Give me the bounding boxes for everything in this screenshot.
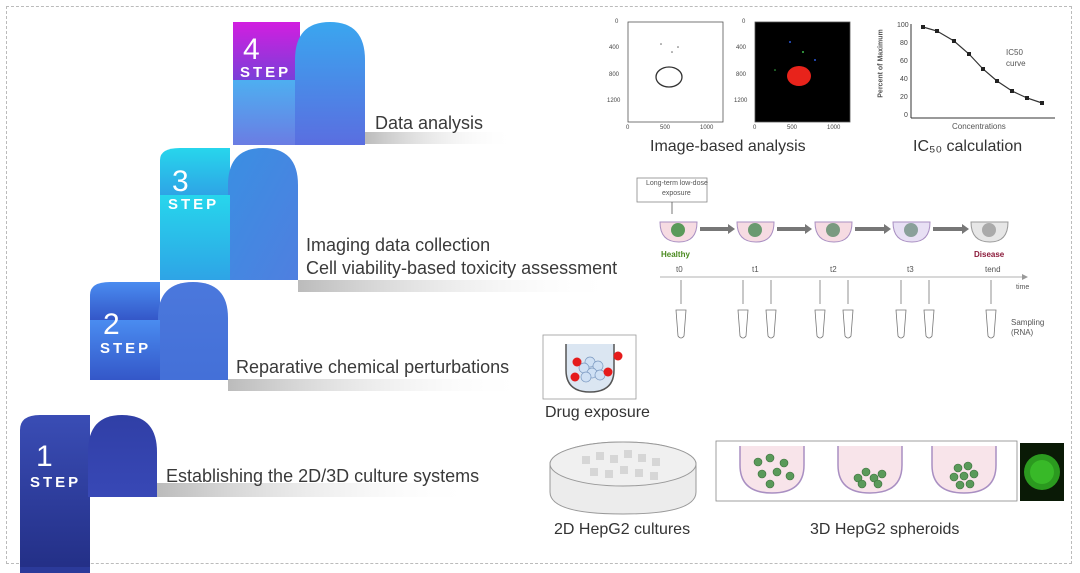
culture-dish-2d (549, 441, 697, 515)
drug-exposure-caption: Drug exposure (545, 404, 650, 421)
step4-number: 4 (243, 33, 260, 66)
step3-floor (298, 280, 618, 292)
step1-arch (88, 415, 157, 497)
step3-arch (228, 148, 298, 280)
step4-body (233, 80, 295, 145)
step3-label-line1: Imaging data collection (306, 235, 491, 255)
img2-xtick: 1000 (827, 125, 841, 131)
step4-floor (365, 132, 515, 144)
step3-number: 3 (172, 165, 189, 198)
step4-arch (295, 22, 365, 145)
time-label: time (1016, 284, 1030, 291)
step1-label: Establishing the 2D/3D culture systems (166, 466, 480, 486)
step3-word: STEP (168, 196, 220, 213)
step4-word: STEP (240, 64, 292, 81)
spheroid-wells-3d (715, 440, 1064, 502)
img1-ytick: 400 (609, 45, 620, 51)
ic50-ytick: 0 (904, 112, 908, 119)
img1-xtick: 1000 (700, 125, 714, 131)
step3-label-line2: Cell viability-based toxicity assessment (306, 258, 618, 278)
figure-frame (6, 6, 1072, 564)
disease-label: Disease (974, 250, 1005, 259)
ic50-caption: IC₅₀ calculation (913, 138, 1023, 155)
step2-number: 2 (103, 308, 120, 341)
sampling-label-1: Sampling (1011, 318, 1045, 327)
exposure-timeline (636, 177, 1028, 280)
img1-ytick: 1200 (607, 98, 621, 104)
drug-exposure-well (542, 334, 637, 400)
img2-ytick: 400 (736, 45, 747, 51)
t0-label: t0 (676, 265, 683, 274)
ic50-chart (910, 24, 1055, 119)
t2-label: t2 (830, 265, 837, 274)
ic50-ytick: 40 (900, 76, 908, 83)
img2-xtick: 0 (753, 125, 757, 131)
step2-label: Reparative chemical perturbations (236, 357, 510, 377)
img2-ytick: 0 (742, 19, 746, 25)
exposure-note-1: Long-term low-dose (646, 180, 708, 187)
ic50-ytick: 60 (900, 58, 908, 65)
sampling-label-2: (RNA) (1011, 328, 1034, 337)
ic50-annotation-1: IC50 (1006, 48, 1023, 57)
step1-floor (157, 483, 477, 497)
tend-label: tend (985, 265, 1001, 274)
img2-xtick: 500 (787, 125, 798, 131)
img2-ytick: 1200 (734, 98, 748, 104)
step3-front (160, 148, 230, 195)
step2-word: STEP (100, 340, 152, 357)
step2-front (90, 282, 160, 320)
step1-number: 1 (36, 440, 53, 473)
ic50-xlabel: Concentrations (952, 122, 1006, 131)
t1-label: t1 (752, 265, 759, 274)
t3-label: t3 (907, 265, 914, 274)
outline-image-plot (627, 21, 724, 123)
ic50-ytick: 100 (897, 22, 909, 29)
healthy-label: Healthy (661, 250, 690, 259)
img2-ytick: 800 (736, 72, 747, 78)
exposure-note-2: exposure (662, 190, 691, 197)
sampling-tubes (675, 280, 997, 339)
cultures-2d-caption: 2D HepG2 cultures (554, 521, 691, 538)
step1-word: STEP (30, 474, 82, 491)
step1-base (20, 567, 90, 573)
step2-floor (228, 379, 528, 391)
img1-ytick: 0 (615, 19, 619, 25)
step3-body (160, 195, 230, 280)
image-analysis-caption: Image-based analysis (650, 138, 806, 155)
ic50-annotation-2: curve (1006, 59, 1026, 68)
step1-front (20, 415, 90, 570)
img1-ytick: 800 (609, 72, 620, 78)
step4-label: Data analysis (375, 113, 484, 133)
segmentation-image-plot (754, 21, 851, 123)
ic50-ytick: 20 (900, 94, 908, 101)
img1-xtick: 500 (660, 125, 671, 131)
ic50-ytick: 80 (900, 40, 908, 47)
step2-body (90, 320, 160, 380)
spheroids-3d-caption: 3D HepG2 spheroids (810, 521, 960, 538)
ic50-ylabel: Percent of Maximum (877, 29, 885, 98)
img1-xtick: 0 (626, 125, 630, 131)
step2-arch (158, 282, 228, 380)
step4-front (233, 22, 300, 80)
